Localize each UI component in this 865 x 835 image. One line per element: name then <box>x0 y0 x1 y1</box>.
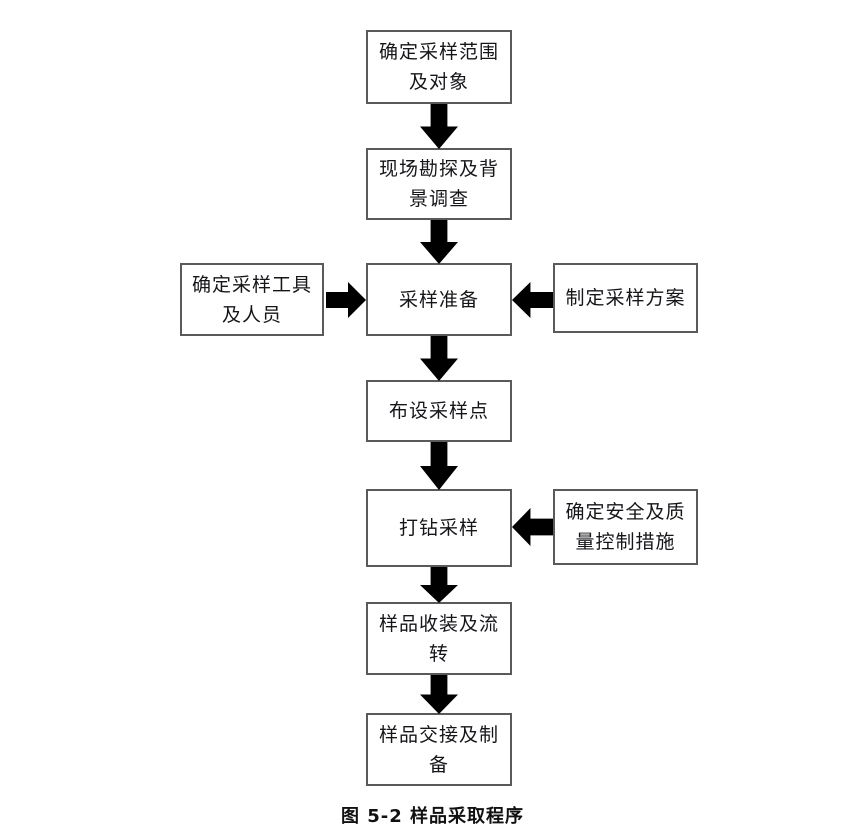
figure-caption: 图 5-2 样品采取程序 <box>340 806 525 827</box>
flow-node-tools[interactable]: 确定采样工具 及人员 <box>180 263 324 336</box>
flow-arrow-scope-to-survey <box>419 104 459 149</box>
flow-node-label-preparation: 采样准备 <box>398 288 479 311</box>
flow-node-label-drilling: 打钻采样 <box>398 517 479 539</box>
flow-node-label-survey: 现场勘探及背 景调查 <box>378 158 499 210</box>
flow-arrow-packing-to-handover <box>419 675 459 714</box>
flow-arrow-plan-to-preparation <box>512 281 553 319</box>
flow-arrow-layout-to-drilling <box>419 442 459 490</box>
flow-node-survey[interactable]: 现场勘探及背 景调查 <box>366 148 512 220</box>
flow-node-plan[interactable]: 制定采样方案 <box>553 263 698 333</box>
flow-arrow-survey-to-preparation <box>419 220 459 264</box>
flow-arrow-quality-to-drilling <box>512 507 553 547</box>
flow-node-label-scope: 确定采样范围 及对象 <box>378 41 499 93</box>
flow-node-label-tools: 确定采样工具 及人员 <box>191 273 312 326</box>
flow-arrow-preparation-to-layout <box>419 336 459 381</box>
flow-node-layout[interactable]: 布设采样点 <box>366 380 512 442</box>
flow-node-quality[interactable]: 确定安全及质 量控制措施 <box>553 489 698 565</box>
flow-node-label-quality: 确定安全及质 量控制措施 <box>565 501 686 553</box>
flow-node-scope[interactable]: 确定采样范围 及对象 <box>366 30 512 104</box>
flow-node-preparation[interactable]: 采样准备 <box>366 263 512 336</box>
flow-node-handover[interactable]: 样品交接及制 备 <box>366 713 512 786</box>
flow-node-drilling[interactable]: 打钻采样 <box>366 489 512 567</box>
flow-arrow-drilling-to-packing <box>419 567 459 603</box>
flow-node-label-handover: 样品交接及制 备 <box>378 723 499 776</box>
flow-node-label-plan: 制定采样方案 <box>565 287 686 309</box>
flow-node-label-layout: 布设采样点 <box>388 400 489 422</box>
flow-arrow-tools-to-preparation <box>326 281 366 319</box>
flow-node-label-packing: 样品收装及流 转 <box>378 612 499 665</box>
flow-node-packing[interactable]: 样品收装及流 转 <box>366 602 512 675</box>
